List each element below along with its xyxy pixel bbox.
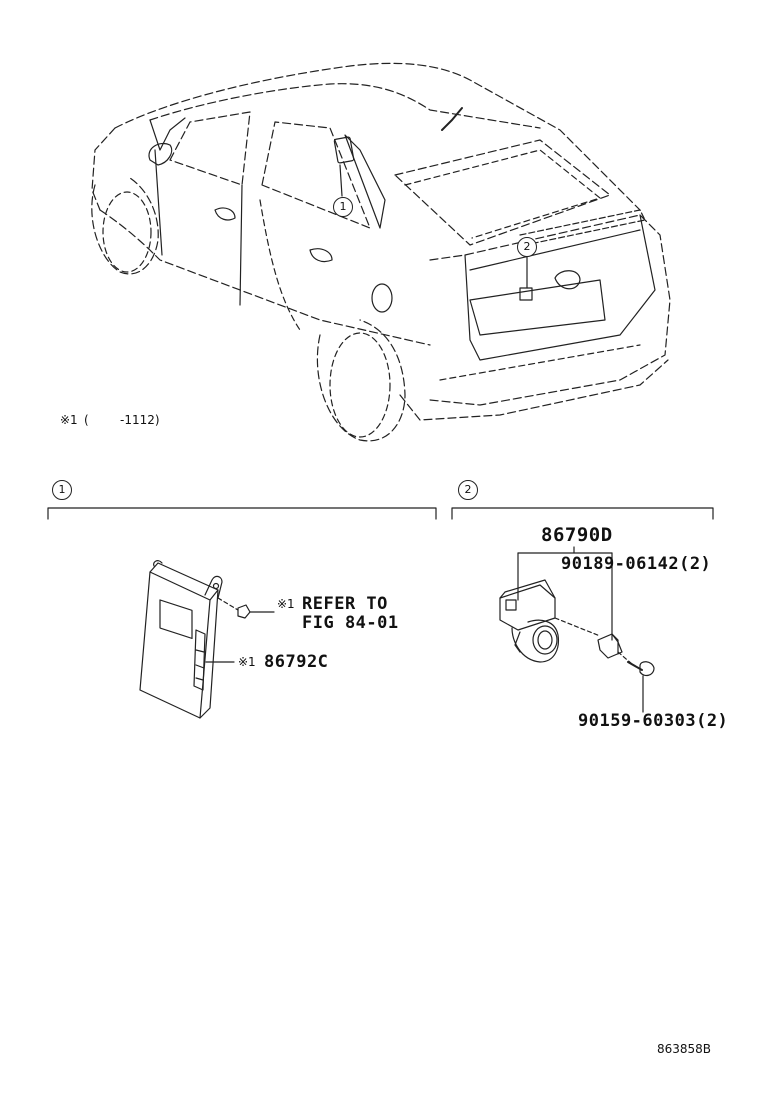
note-mark: ※1 <box>60 413 78 427</box>
section-2-bracket <box>451 507 714 520</box>
note-text: -1112) <box>120 413 160 427</box>
ecu-part-number: 86792C <box>264 652 329 672</box>
camera-bolt <box>597 633 623 659</box>
ecu-part-mark: ※1 <box>238 655 256 669</box>
section-1-number: 1 <box>52 480 72 500</box>
ecu-module <box>139 560 223 719</box>
bolt-part-number: 90189-06142(2) <box>561 554 712 574</box>
section-2-number: 2 <box>458 480 478 500</box>
section-1-bracket <box>47 507 437 520</box>
callout-1: 1 <box>333 197 353 217</box>
screw-part-number: 90159-60303(2) <box>578 711 729 731</box>
ecu-nut <box>217 597 251 619</box>
section-2-leaders <box>517 546 644 713</box>
vehicle-illustration <box>91 62 671 442</box>
refer-mark: ※1 <box>277 597 295 611</box>
camera-assembly <box>499 579 601 663</box>
camera-screw <box>617 651 655 677</box>
callout-2: 2 <box>517 237 537 257</box>
refer-line-2: FIG 84-01 <box>302 613 399 633</box>
section-1-leaders <box>205 611 275 663</box>
figure-id: 863858B <box>657 1042 712 1056</box>
note-paren: ( <box>84 413 89 427</box>
camera-assembly-part-number: 86790D <box>541 524 613 546</box>
refer-line-1: REFER TO <box>302 594 388 614</box>
